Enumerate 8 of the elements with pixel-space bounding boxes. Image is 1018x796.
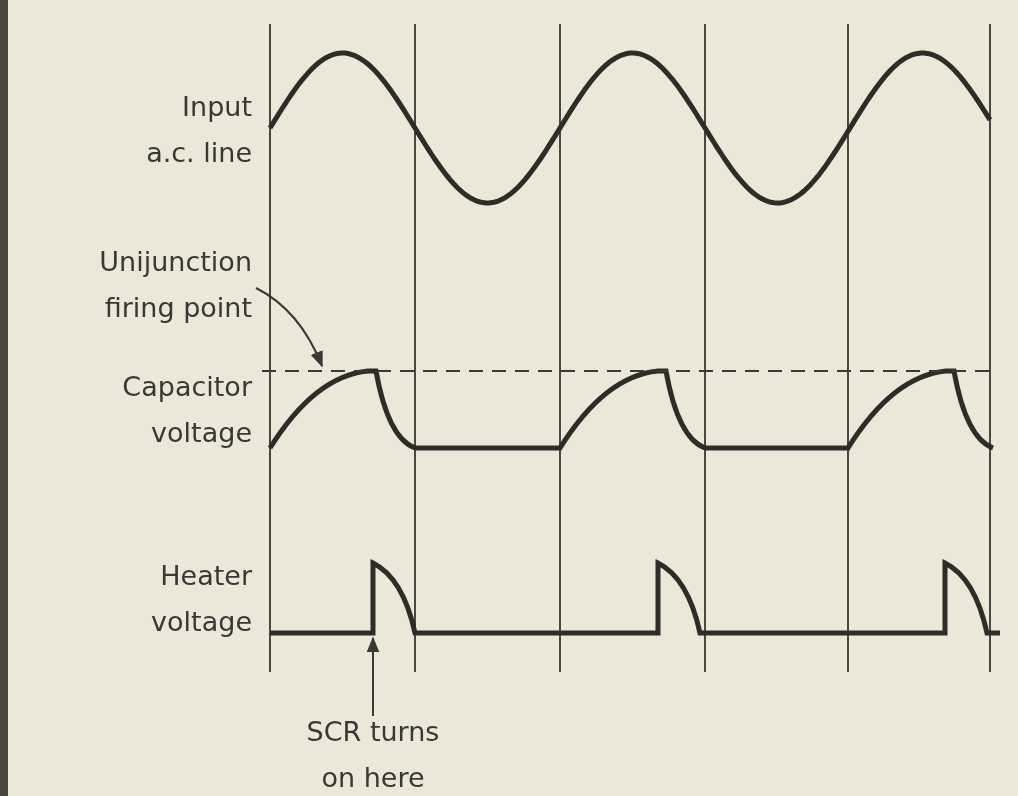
leader-line: [255, 287, 323, 368]
signal-label: Input a.c. line: [145, 90, 252, 170]
callout-text: SCR turns on here: [293, 709, 453, 796]
callout-text: Unijunction firing point: [77, 239, 252, 331]
signal-label: Heater voltage: [150, 559, 252, 639]
heater-waveform: [270, 560, 1000, 636]
leader-line: [366, 636, 380, 717]
signal-label: Capacitor voltage: [121, 370, 252, 450]
